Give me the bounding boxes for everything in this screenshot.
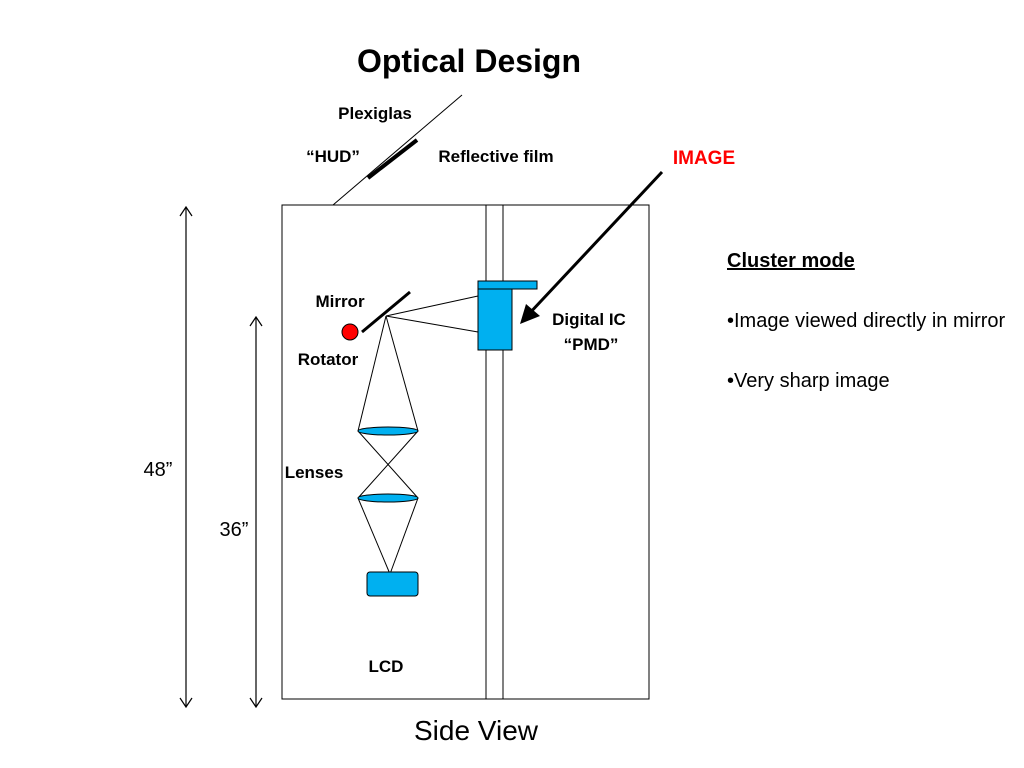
pmd-block bbox=[477, 288, 513, 351]
image-arrowhead bbox=[520, 304, 540, 324]
ray-mirror-pmd-bottom bbox=[385, 315, 479, 333]
lens-upper bbox=[357, 426, 419, 436]
page-title: Optical Design bbox=[357, 43, 581, 79]
image-label: IMAGE bbox=[673, 148, 735, 169]
vertical-post bbox=[485, 204, 504, 700]
ray-lens2-lcd-right bbox=[389, 497, 419, 575]
plexiglas-line bbox=[332, 94, 463, 206]
bullet-sharp-image: •Very sharp image bbox=[727, 370, 890, 392]
cluster-mode-panel: Cluster mode •Image viewed directly in m… bbox=[727, 246, 1017, 426]
pmd-label: “PMD” bbox=[564, 335, 619, 354]
dim-inner-arrow-bottom bbox=[249, 697, 263, 709]
cabinet-outline bbox=[281, 204, 650, 700]
ray-mirror-pmd-top bbox=[385, 295, 479, 317]
rotator-dot bbox=[341, 323, 359, 341]
bullet-image-viewed: •Image viewed directly in mirror bbox=[727, 310, 1006, 332]
lenses-label: Lenses bbox=[285, 463, 344, 482]
dim-inner-arrow-top bbox=[249, 315, 263, 327]
digital-ic-label: Digital IC bbox=[552, 310, 626, 329]
dim-inner-label: 36” bbox=[220, 519, 249, 541]
dim-outer-label: 48” bbox=[144, 459, 173, 481]
cluster-mode-heading: Cluster mode bbox=[727, 250, 855, 272]
rotator-label: Rotator bbox=[298, 350, 359, 369]
pmd-top-bar bbox=[477, 280, 538, 290]
mirror-label: Mirror bbox=[315, 292, 365, 311]
lens-lower bbox=[357, 493, 419, 503]
side-view-label: Side View bbox=[414, 715, 539, 746]
reflective-film-bar bbox=[366, 138, 419, 180]
ray-lens2-lcd-left bbox=[357, 497, 391, 575]
ray-mirror-lens1-left bbox=[357, 315, 387, 432]
lcd-label: LCD bbox=[369, 657, 404, 676]
ray-cross-b bbox=[357, 430, 419, 499]
ray-mirror-lens1-right bbox=[385, 315, 419, 432]
reflective-film-label: Reflective film bbox=[438, 147, 553, 166]
lcd-block bbox=[366, 571, 419, 597]
dim-outer-arrow-bottom bbox=[179, 697, 193, 709]
mirror-bar bbox=[361, 290, 411, 334]
image-arrow-line bbox=[525, 170, 664, 318]
plexiglas-label: Plexiglas bbox=[338, 104, 412, 123]
dim-outer-arrow-top bbox=[179, 205, 193, 217]
hud-label: “HUD” bbox=[306, 147, 360, 166]
